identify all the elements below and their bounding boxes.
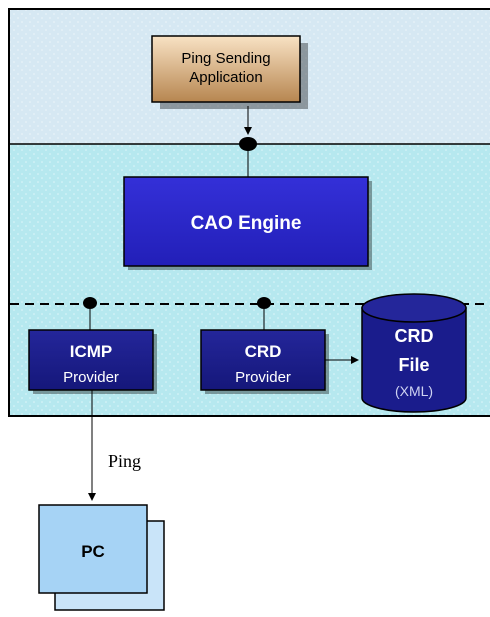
engine-interface-port [239, 137, 257, 151]
crd-port [257, 297, 271, 309]
outer-frame [8, 8, 490, 417]
icmp-provider-sub: Provider [63, 369, 119, 386]
ping-sending-application-box: Ping Sending Application [151, 35, 308, 109]
cao-engine-box: CAO Engine [123, 176, 372, 270]
app-title-line1: Ping Sending [181, 50, 270, 67]
ping-edge-label: Ping [108, 451, 141, 471]
pc-label: PC [81, 542, 105, 561]
pc-node: PC [38, 504, 165, 611]
icmp-provider-box: ICMP Provider [28, 329, 157, 394]
icmp-provider-name: ICMP [70, 342, 113, 361]
crd-file-line2: File [398, 355, 429, 375]
app-title-line2: Application [189, 69, 262, 86]
pc-front-box [38, 504, 148, 594]
crd-provider-name: CRD [245, 342, 282, 361]
crd-file-cylinder: CRD File (XML) [361, 293, 467, 413]
crd-file-line1: CRD [395, 326, 434, 346]
engine-label: CAO Engine [191, 213, 302, 234]
icmp-port [83, 297, 97, 309]
crd-file-line3: (XML) [395, 383, 433, 399]
crd-provider-sub: Provider [235, 369, 291, 386]
crd-provider-box: CRD Provider [200, 329, 329, 394]
